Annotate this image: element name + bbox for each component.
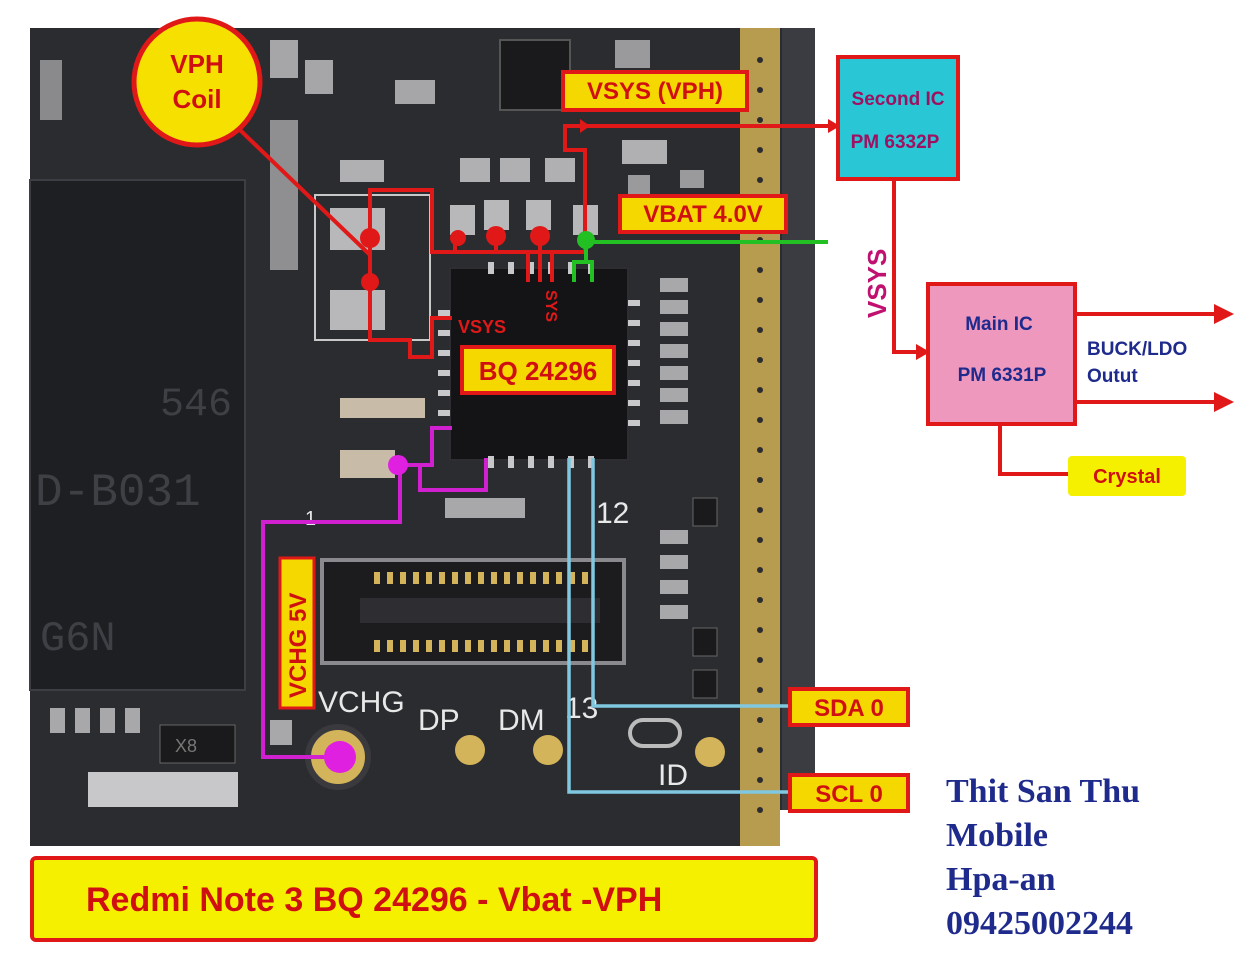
sys-small-text: SYS <box>542 290 559 322</box>
scl-trace <box>567 458 790 794</box>
sda-text: SDA 0 <box>814 695 884 722</box>
credit-line-2: Mobile <box>946 817 1048 854</box>
silk-vchg: VCHG <box>318 686 405 719</box>
second-ic-line2: PM 6332P <box>851 132 940 153</box>
vsys-nodes <box>360 226 550 291</box>
buck-ldo-line1: BUCK/LDO <box>1087 339 1187 360</box>
connector-slot <box>360 598 600 623</box>
sda-label: SDA 0 <box>788 687 910 727</box>
top-components <box>40 39 704 270</box>
vph-coil-line1: VPH <box>170 49 223 79</box>
credit-line-1: Thit San Thu <box>946 773 1141 810</box>
vsys-small-text: VSYS <box>458 317 506 337</box>
main-ic-box: Main IC PM 6331P <box>926 282 1077 426</box>
vbat-node <box>577 231 595 249</box>
side-components <box>50 278 718 807</box>
vsys-vph-label: VSYS (VPH) <box>561 70 749 112</box>
vchg-node <box>388 455 408 475</box>
bq-text: BQ 24296 <box>479 356 598 386</box>
vbat-label: VBAT 4.0V <box>618 194 788 234</box>
chip-marking-1: 546 <box>160 383 232 428</box>
chip-marking-2: D-B031 <box>35 467 201 519</box>
main-ic-input-arrow <box>916 344 930 360</box>
coil-pointer <box>238 128 372 257</box>
silk-dm: DM <box>498 704 545 737</box>
main-ic-line2: PM 6331P <box>958 365 1047 386</box>
dp-test-pad <box>455 735 485 765</box>
title-banner: Redmi Note 3 BQ 24296 - Vbat -VPH <box>30 856 818 942</box>
silk-dp: DP <box>418 704 460 737</box>
second-ic-box: Second IC PM 6332P <box>836 55 960 181</box>
vsys-vph-text: VSYS (VPH) <box>587 78 723 105</box>
buck-arrow-2 <box>1214 392 1234 412</box>
title-text: Redmi Note 3 BQ 24296 - Vbat -VPH <box>86 881 662 919</box>
id-test-pad <box>695 737 725 767</box>
second-ic-line1: Second IC <box>852 89 945 110</box>
scl-label: SCL 0 <box>788 773 910 813</box>
x8-marking: X8 <box>175 736 197 756</box>
connector-pins <box>374 572 588 652</box>
memory-chip <box>29 179 246 691</box>
vsys-arrow-left <box>580 119 590 133</box>
vph-coil-callout: VPH Coil <box>131 16 263 148</box>
i2c-traces <box>567 458 790 794</box>
vph-coil-line2: Coil <box>172 84 221 114</box>
main-ic-line1: Main IC <box>965 314 1033 335</box>
vsys-arrow-right <box>828 119 840 133</box>
vchg-5v-text: VCHG 5V <box>285 593 312 698</box>
coil-pad-bottom <box>330 290 385 330</box>
silk-12: 12 <box>596 497 629 530</box>
vsys-vertical-text: VSYS <box>862 249 892 318</box>
pcb-board: 546 D-B031 G6N <box>29 28 815 846</box>
credit-line-4: 09425002244 <box>946 905 1133 942</box>
scl-text: SCL 0 <box>815 781 883 808</box>
vchg-5v-label: VCHG 5V <box>278 556 316 710</box>
dm-test-pad <box>533 735 563 765</box>
crystal-text: Crystal <box>1093 466 1161 488</box>
bq-label: BQ 24296 <box>460 345 616 395</box>
gold-edge <box>740 28 780 846</box>
vbat-text: VBAT 4.0V <box>643 201 763 228</box>
buck-ldo-line2: Outut <box>1087 366 1138 387</box>
oval-pad <box>628 718 682 748</box>
buck-arrow-1 <box>1214 304 1234 324</box>
via-dots <box>757 57 763 813</box>
silk-id: ID <box>658 759 688 792</box>
credit-block: Thit San Thu Mobile Hpa-an 09425002244 <box>946 770 1140 946</box>
chip-marking-3: G6N <box>40 615 116 663</box>
vchg-traces <box>261 426 488 759</box>
silk-pin1: 1 <box>305 508 316 530</box>
sda-trace <box>591 458 790 708</box>
vchg-pad-marker <box>324 741 356 773</box>
block-connections <box>892 179 1222 476</box>
crystal-label: Crystal <box>1068 456 1186 496</box>
credit-line-3: Hpa-an <box>946 861 1056 898</box>
